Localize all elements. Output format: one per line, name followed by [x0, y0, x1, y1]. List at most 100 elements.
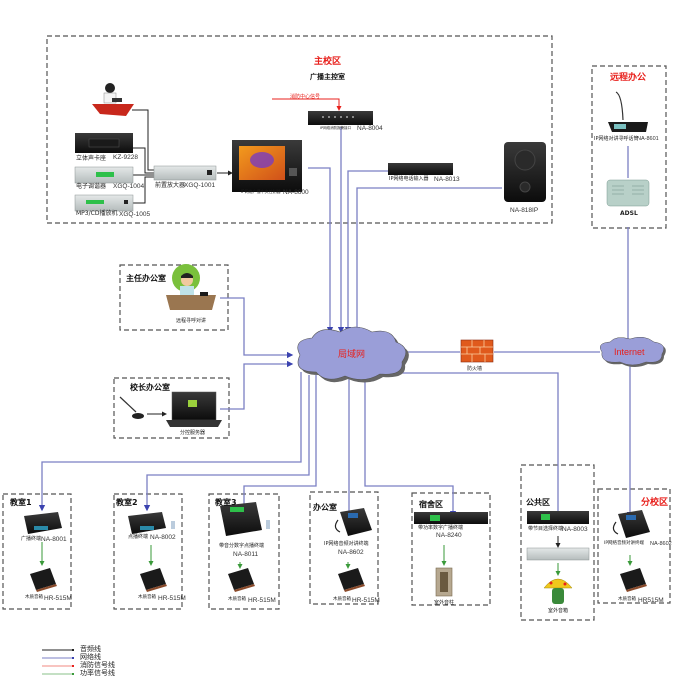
- office-terminal-name: IP网络音频对讲终端: [324, 541, 369, 547]
- fire-module-model: NA-8004: [357, 125, 383, 132]
- zone-title-branch-campus: 分校区: [641, 498, 669, 508]
- c2-terminal-model: NA-8002: [150, 534, 176, 541]
- legend-network-label: 网络线: [80, 653, 101, 661]
- legend-lines: [42, 649, 74, 675]
- principal-mic-icon: [119, 396, 144, 419]
- remote-paging-model: NA-8601: [637, 136, 659, 142]
- public-terminal-device: [527, 511, 589, 524]
- c3-speaker-device: [228, 568, 255, 592]
- audio-lines: [132, 109, 561, 548]
- public-amplifier-device: [526, 547, 590, 561]
- host-name: IP网络广播中央控制器: [241, 189, 281, 194]
- c3-terminal-model: NA-8011: [233, 551, 259, 558]
- branch-terminal-device: [612, 510, 650, 538]
- dorm-terminal-device: [414, 512, 488, 524]
- director-desk-icon: [166, 264, 216, 310]
- branch-terminal-model: NA-8602: [650, 541, 672, 547]
- adsl-modem-device: [606, 179, 650, 207]
- remote-paging-name: IP网络对讲寻呼话筒: [594, 136, 639, 142]
- adsl-label: ADSL: [620, 210, 638, 217]
- zone-classroom1: [2, 493, 72, 610]
- c2-terminal-name: 点播终端: [128, 534, 149, 540]
- fire-signal-line: [272, 98, 342, 111]
- c3-terminal-device: [220, 502, 270, 536]
- c1-terminal-name: 广播终端: [21, 536, 42, 542]
- c3-speaker-model: HR-515M: [248, 597, 276, 604]
- control-server-laptop: [166, 391, 222, 427]
- legend-power-label: 功率信号线: [80, 669, 115, 677]
- ip-speaker-device: [504, 142, 546, 202]
- office-speaker-name: 木质音箱: [333, 597, 351, 602]
- zone-principal-office: [113, 377, 230, 439]
- ip-speaker-model: NA-818IP: [510, 207, 539, 214]
- tuner-device: [74, 166, 134, 184]
- public-mushroom-speaker-device: [543, 578, 573, 604]
- public-terminal-name: 带节目选择终端: [528, 526, 564, 532]
- zone-title-office: 办公室: [313, 503, 337, 512]
- firewall-label: 防火墙: [467, 366, 483, 372]
- zone-title-director-office: 主任办公室: [126, 274, 166, 283]
- zone-remote-office: [591, 65, 667, 229]
- dorm-terminal-name: 带功率数字广播终端: [418, 525, 464, 531]
- mp3-player-name: MP3/CD播放机: [76, 210, 118, 217]
- branch-speaker-device: [620, 568, 647, 592]
- legend-fire-label: 消防信号线: [80, 661, 115, 669]
- internet-cloud: [600, 336, 666, 367]
- c1-terminal-device: [24, 512, 62, 534]
- preamp-name: 前置放大器: [155, 182, 186, 189]
- card-deck-device: [75, 133, 133, 153]
- c1-speaker-model: HR-515M: [44, 595, 72, 602]
- zone-title-classroom3: 教室3: [215, 498, 237, 507]
- public-terminal-model: NA-8003: [562, 526, 588, 533]
- zone-title-classroom1: 教室1: [10, 498, 32, 507]
- preamp-model: XGQ-1001: [184, 182, 216, 189]
- c3-speaker-name: 木质音箱: [228, 597, 246, 602]
- branch-speaker-model: HR515M: [638, 597, 664, 604]
- c2-speaker-name: 木质音箱: [138, 595, 156, 600]
- office-speaker-device: [338, 568, 365, 592]
- lan-cloud: [297, 326, 409, 383]
- mp3-player-model: XGQ-1005: [119, 211, 151, 218]
- preamp-device: [153, 165, 217, 181]
- zone-title-dormitory: 宿舍区: [419, 500, 443, 509]
- office-terminal-model: NA-8602: [338, 549, 364, 556]
- host-model: NA-8600: [283, 189, 309, 196]
- zone-title-remote-office: 远程办公: [610, 73, 647, 83]
- card-deck-model: KZ-9228: [113, 154, 138, 161]
- branch-terminal-name: IP网络音频对讲终端: [604, 541, 645, 546]
- zone-title-public-area: 公共区: [526, 498, 550, 507]
- zone-dormitory: [411, 492, 491, 606]
- mp3-player-device: [74, 194, 134, 212]
- zone-subtitle-control-room: 广播主控室: [310, 73, 345, 81]
- c3-terminal-name: 带音分数字点播终端: [219, 543, 265, 549]
- control-server-label: 分控服务器: [180, 430, 206, 436]
- legend-audio-label: 音频线: [80, 645, 101, 653]
- power-lines: [39, 542, 633, 576]
- tuner-name: 电子调谐器: [76, 183, 107, 190]
- fire-signal-label: 消防中心信号: [290, 94, 321, 100]
- broadcast-console-icon: [92, 83, 134, 116]
- lan-label: 局域网: [338, 350, 366, 360]
- zone-classroom2: [113, 493, 183, 610]
- remote-intercom-label: 远程寻呼对讲: [176, 318, 207, 324]
- c2-speaker-device: [140, 568, 167, 592]
- public-speaker-name: 室外音箱: [548, 608, 569, 614]
- tuner-model: XGQ-1004: [113, 183, 145, 190]
- office-speaker-model: HR-515M: [352, 597, 380, 604]
- fire-alarm-interface-device: [308, 111, 373, 125]
- zone-title-main-campus: 主校区: [314, 57, 342, 67]
- dorm-speaker-name: 室外音柱: [434, 600, 455, 606]
- office-terminal-device: [334, 508, 372, 536]
- network-lines: [38, 127, 634, 522]
- firewall-icon: [460, 339, 494, 363]
- c1-terminal-model: NA-8001: [41, 536, 67, 543]
- dorm-column-speaker-device: [435, 567, 453, 597]
- zone-title-principal-office: 校长办公室: [130, 383, 170, 392]
- zone-office: [309, 491, 379, 605]
- branch-speaker-name: 木质音箱: [618, 597, 636, 602]
- phone-input-model: NA-8013: [434, 176, 460, 183]
- card-deck-name: 立体声卡座: [76, 155, 107, 162]
- host-controller-device: [232, 140, 302, 192]
- fire-module-name: IP网络消防报警接口: [320, 126, 352, 130]
